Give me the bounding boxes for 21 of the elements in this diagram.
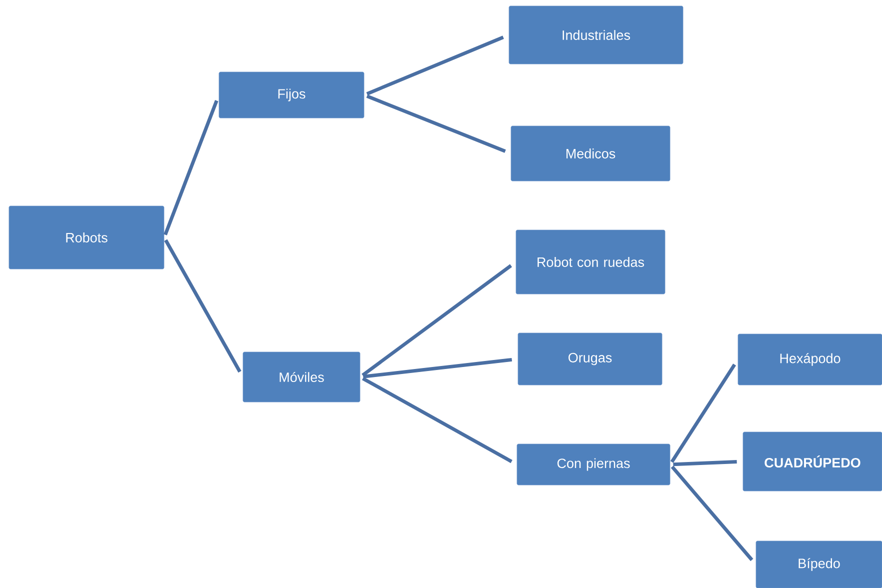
process-box: Móviles: [242, 352, 360, 402]
connector-line: [670, 466, 754, 562]
process-box: Robot con ruedas: [516, 230, 666, 294]
connector-line: [164, 100, 218, 236]
process-box: Orugas: [518, 332, 662, 386]
connector-line: [670, 364, 736, 463]
process-box: Robots: [8, 206, 164, 270]
connector-line: [673, 460, 737, 466]
connector-line: [164, 239, 242, 373]
process-box: Con piernas: [516, 444, 670, 486]
connector-line: [362, 264, 512, 377]
process-box: CUADRÚPEDO: [742, 432, 882, 492]
process-box: Hexápodo: [738, 334, 882, 386]
process-box: Medicos: [510, 126, 670, 182]
connector-line: [362, 376, 512, 464]
connector-line: [366, 36, 504, 96]
process-box: Bípedo: [756, 540, 882, 588]
process-box: Industriales: [508, 6, 684, 64]
process-box: Fijos: [218, 72, 364, 118]
connector-line: [366, 94, 506, 153]
connector-line: [362, 358, 512, 378]
